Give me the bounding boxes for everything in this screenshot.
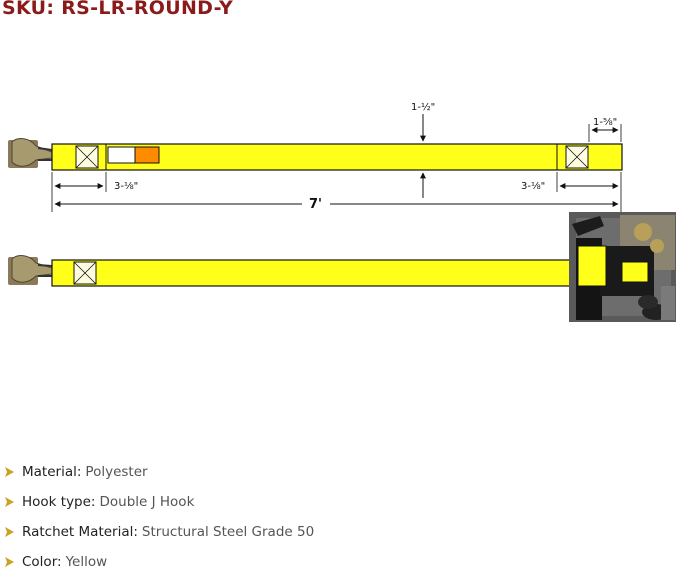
sku-title: SKU: RS-LR-ROUND-Y bbox=[2, 0, 234, 19]
spec-value: Structural Steel Grade 50 bbox=[141, 524, 315, 540]
spec-value: Polyester bbox=[85, 464, 148, 480]
dim-width-label: 1-½" bbox=[411, 101, 435, 113]
bullet-arrow-icon bbox=[5, 497, 14, 507]
left-pocket-box-icon bbox=[75, 145, 99, 169]
bullet-arrow-icon bbox=[5, 557, 14, 567]
spec-color: Color: Yellow bbox=[4, 552, 107, 572]
dim-end-width-label: 1-⅝" bbox=[593, 117, 617, 128]
spec-value: Double J Hook bbox=[99, 494, 195, 510]
spec-hook-type: Hook type: Double J Hook bbox=[4, 492, 194, 512]
spec-material: Material: Polyester bbox=[4, 462, 148, 482]
right-pocket-box-icon bbox=[565, 145, 589, 169]
bullet-arrow-icon bbox=[5, 467, 14, 477]
bullet-arrow-icon bbox=[5, 527, 14, 537]
spec-key: Color: bbox=[22, 554, 62, 570]
dim-left-pocket-label: 3-⅛" bbox=[114, 181, 138, 192]
ratchet-photo bbox=[569, 212, 676, 322]
spec-key: Material: bbox=[22, 464, 82, 480]
label-tag-orange bbox=[134, 146, 160, 164]
spec-key: Ratchet Material: bbox=[22, 524, 138, 540]
strap-diagram: 1-½" 1-⅝" 3-⅛" 3-⅛" 7' bbox=[8, 101, 676, 322]
bottom-pocket-box-icon bbox=[73, 261, 97, 285]
label-tag-white bbox=[107, 146, 136, 164]
dim-right-pocket-label: 3-⅛" bbox=[521, 181, 545, 192]
double-j-hook-bottom-icon bbox=[8, 255, 53, 285]
bottom-strap-assembly bbox=[8, 255, 573, 287]
spec-value: Yellow bbox=[65, 554, 108, 570]
top-strap-assembly bbox=[8, 138, 623, 171]
spec-key: Hook type: bbox=[22, 494, 96, 510]
dim-length-label: 7' bbox=[309, 197, 322, 212]
bottom-strap-body bbox=[51, 259, 573, 287]
double-j-hook-top-icon bbox=[8, 138, 53, 168]
spec-ratchet-material: Ratchet Material: Structural Steel Grade… bbox=[4, 522, 314, 542]
